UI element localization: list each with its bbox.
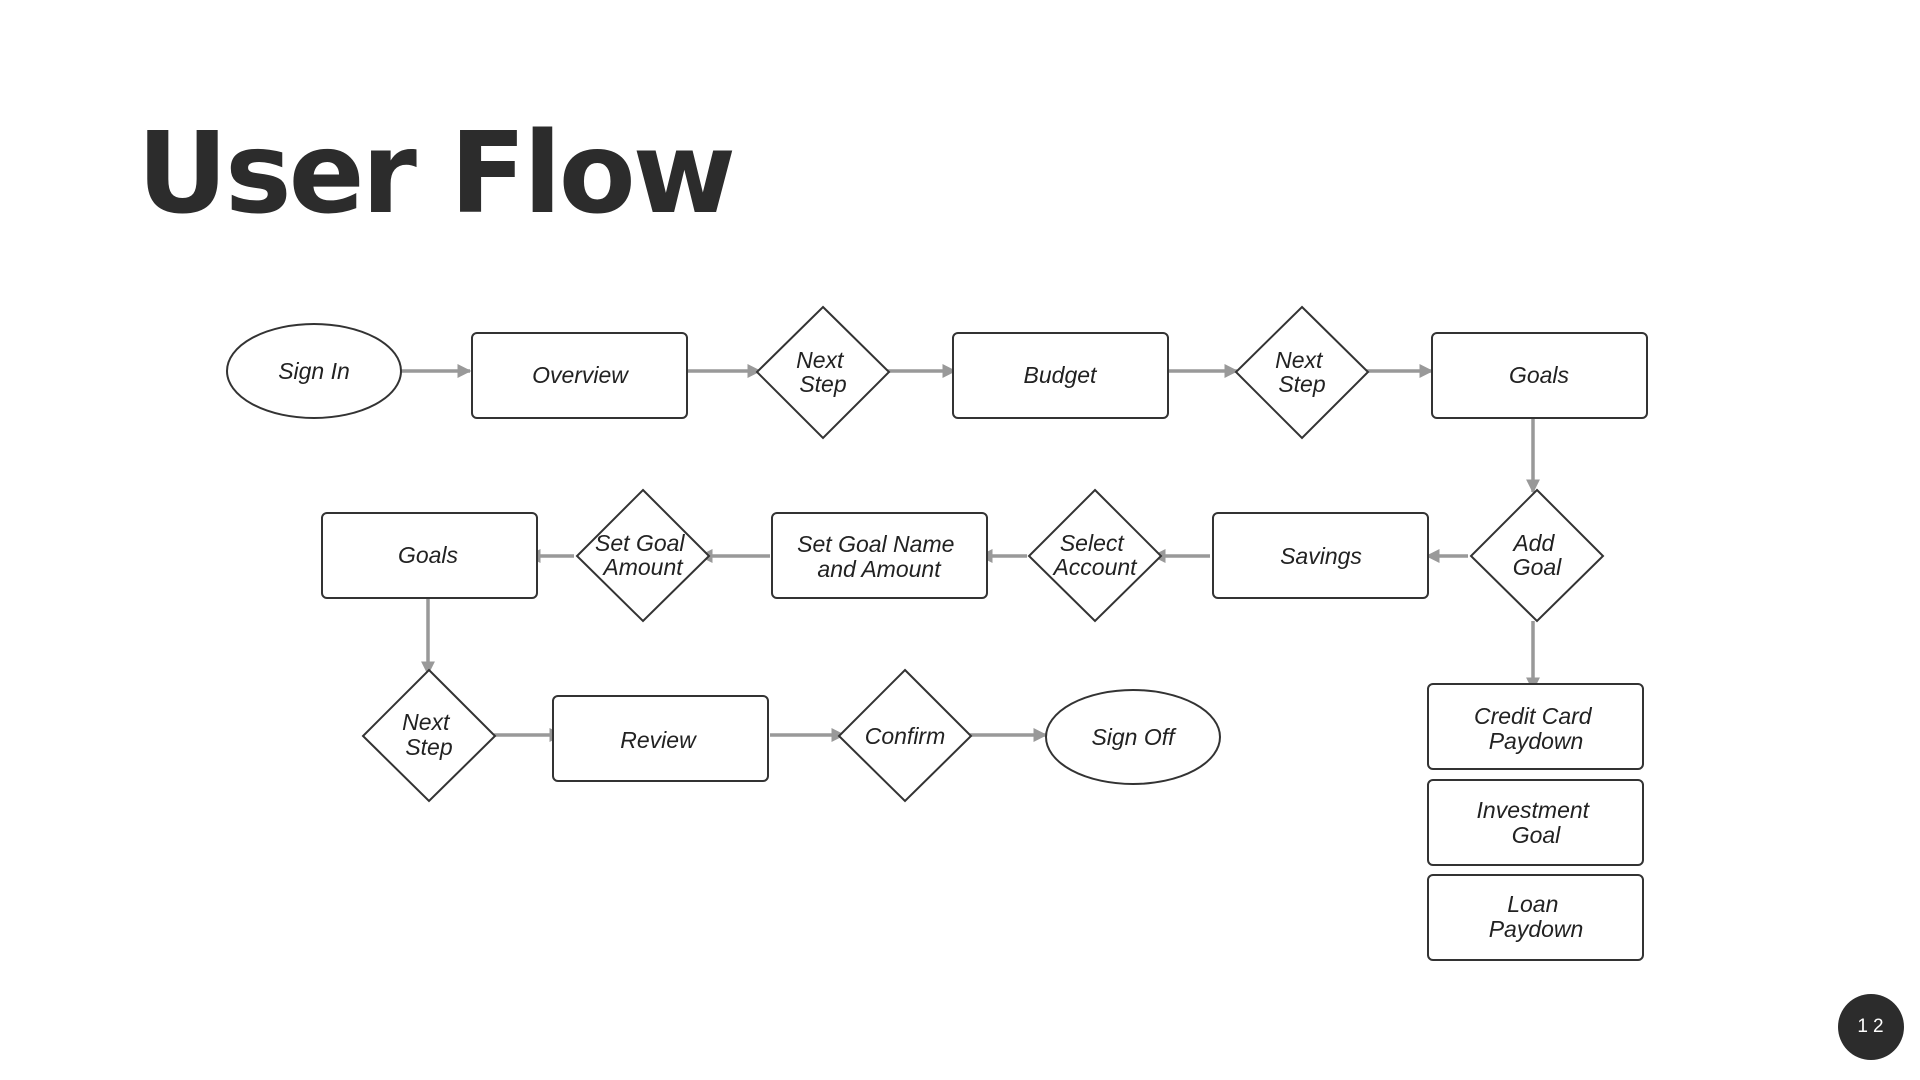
node-select-account: Select Account [1027, 488, 1163, 623]
node-loan-paydown-label: Loan Paydown [1489, 891, 1584, 942]
page-number: 12 [1857, 1016, 1889, 1037]
node-next-step-3: Next Step [361, 668, 497, 803]
node-set-goal-amount-label: Set Goal Amount [595, 530, 691, 580]
node-set-goal-name: Set Goal Name and Amount [771, 512, 988, 599]
node-next-step-1-line-1: Next [796, 347, 845, 373]
node-loan-paydown-line-2: Paydown [1489, 916, 1584, 942]
node-next-step-3-line-1: Next [402, 709, 451, 735]
node-next-step-2-label: Next Step [1275, 347, 1329, 397]
node-next-step-2-line-2: Step [1278, 371, 1326, 397]
node-investment-goal: Investment Goal [1427, 779, 1644, 866]
node-sign-in: Sign In [226, 323, 402, 419]
node-overview: Overview [471, 332, 688, 419]
node-set-goal-name-label: Set Goal Name and Amount [797, 531, 961, 582]
node-next-step-1: Next Step [755, 305, 891, 440]
node-investment-goal-line-2: Goal [1512, 822, 1561, 848]
node-credit-card-paydown-line-2: Paydown [1489, 728, 1584, 754]
node-confirm: Confirm [837, 668, 973, 803]
node-savings-label: Savings [1280, 543, 1362, 569]
page-number-badge: 12 [1838, 994, 1904, 1060]
node-next-step-3-label: Next Step [402, 709, 456, 760]
node-loan-paydown-line-1: Loan [1507, 891, 1558, 917]
node-set-goal-amount: Set Goal Amount [575, 488, 711, 623]
node-goals-top: Goals [1431, 332, 1648, 419]
node-savings: Savings [1212, 512, 1429, 599]
node-credit-card-paydown-label: Credit Card Paydown [1474, 703, 1598, 754]
node-review-label: Review [620, 727, 697, 753]
node-add-goal-line-1: Add [1511, 530, 1555, 556]
node-sign-off-label: Sign Off [1091, 724, 1177, 750]
node-credit-card-paydown-line-1: Credit Card [1474, 703, 1593, 729]
node-add-goal-label: Add Goal [1511, 530, 1562, 580]
node-select-account-label: Select Account [1051, 530, 1138, 580]
node-select-account-line-1: Select [1060, 530, 1126, 556]
node-set-goal-name-line-1: Set Goal Name [797, 531, 954, 557]
node-budget-label: Budget [1024, 362, 1099, 388]
node-set-goal-name-line-2: and Amount [817, 556, 942, 582]
node-loan-paydown: Loan Paydown [1427, 874, 1644, 961]
node-goals-mid-label: Goals [398, 542, 459, 568]
slide-title: User Flow [137, 109, 736, 239]
node-set-goal-amount-line-1: Set Goal [595, 530, 685, 556]
node-add-goal-line-2: Goal [1513, 554, 1562, 580]
node-investment-goal-line-1: Investment [1477, 797, 1591, 823]
node-next-step-2-line-1: Next [1275, 347, 1324, 373]
node-next-step-3-line-2: Step [405, 734, 453, 760]
node-budget: Budget [952, 332, 1169, 419]
node-overview-label: Overview [532, 362, 629, 388]
node-credit-card-paydown: Credit Card Paydown [1427, 683, 1644, 770]
node-add-goal: Add Goal [1469, 488, 1605, 623]
node-sign-in-label: Sign In [278, 358, 350, 384]
node-review: Review [552, 695, 769, 782]
node-next-step-1-line-2: Step [799, 371, 847, 397]
node-select-account-line-2: Account [1051, 554, 1138, 580]
node-sign-off: Sign Off [1045, 689, 1221, 785]
node-set-goal-amount-line-2: Amount [601, 554, 684, 580]
node-goals-mid: Goals [321, 512, 538, 599]
node-goals-top-label: Goals [1509, 362, 1570, 388]
node-next-step-2: Next Step [1234, 305, 1370, 440]
node-investment-goal-label: Investment Goal [1477, 797, 1596, 848]
node-next-step-1-label: Next Step [796, 347, 850, 397]
node-confirm-label: Confirm [865, 723, 946, 749]
